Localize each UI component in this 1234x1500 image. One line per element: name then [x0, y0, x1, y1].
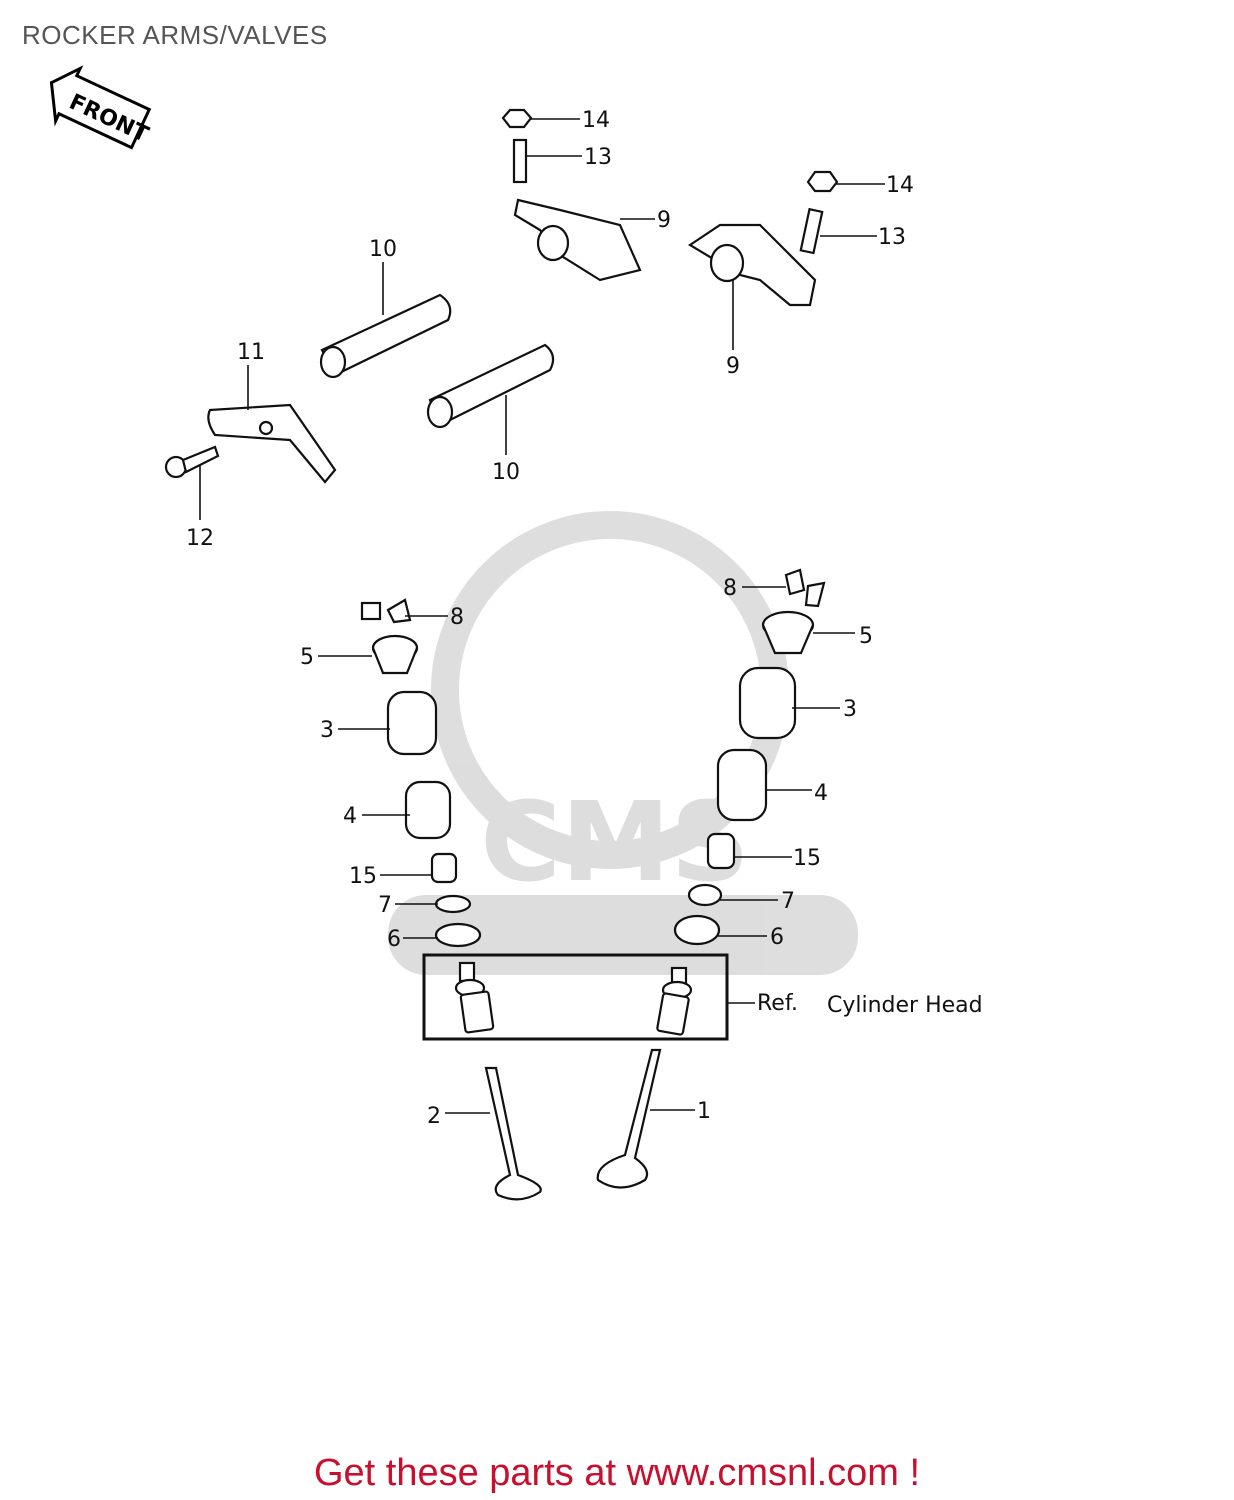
callout-11: 11 — [237, 340, 265, 365]
callout-10: 10 — [369, 237, 397, 262]
callout-14: 14 — [582, 108, 610, 133]
footer-link[interactable]: Get these parts at www.cmsnl.com ! — [313, 1452, 921, 1494]
callout-7: 7 — [378, 893, 392, 918]
rocker-parts — [164, 108, 839, 484]
callout-3: 3 — [843, 697, 857, 722]
callout-5: 5 — [859, 624, 873, 649]
valve-parts-right — [673, 568, 826, 946]
callout-6: 6 — [770, 925, 784, 950]
leader-lines — [199, 118, 885, 1114]
callout-6: 6 — [387, 927, 401, 952]
intake-valve — [596, 1048, 662, 1189]
callout-15: 15 — [349, 864, 377, 889]
front-arrow-icon: FRONT — [49, 65, 152, 150]
callout-14: 14 — [886, 173, 914, 198]
callout-8: 8 — [723, 576, 737, 601]
callout-12: 12 — [186, 526, 214, 551]
callout-13: 13 — [878, 225, 906, 250]
valve-parts-left — [360, 598, 482, 948]
ref-label: Ref. — [757, 991, 798, 1016]
callout-8: 8 — [450, 605, 464, 630]
callout-labels: 14 13 9 14 13 9 10 11 10 12 8 5 3 4 15 7… — [186, 108, 983, 1129]
callout-7: 7 — [781, 889, 795, 914]
callout-4: 4 — [814, 781, 828, 806]
cylinder-head-label: Cylinder Head — [827, 993, 983, 1018]
diagram-title: ROCKER ARMS/VALVES — [22, 20, 328, 50]
inner-spring-left — [404, 780, 452, 840]
callout-9: 9 — [657, 208, 671, 233]
exhaust-valve — [484, 1066, 542, 1201]
callout-9: 9 — [726, 354, 740, 379]
parts-diagram: CMS FRONT — [49, 65, 983, 1201]
outer-spring-left — [386, 690, 438, 756]
callout-5: 5 — [300, 645, 314, 670]
callout-1: 1 — [697, 1099, 711, 1124]
callout-13: 13 — [584, 145, 612, 170]
cylinder-head-ref-box — [422, 953, 755, 1041]
callout-2: 2 — [427, 1104, 441, 1129]
callout-4: 4 — [343, 804, 357, 829]
callout-3: 3 — [320, 718, 334, 743]
callout-10: 10 — [492, 460, 520, 485]
callout-15: 15 — [793, 846, 821, 871]
